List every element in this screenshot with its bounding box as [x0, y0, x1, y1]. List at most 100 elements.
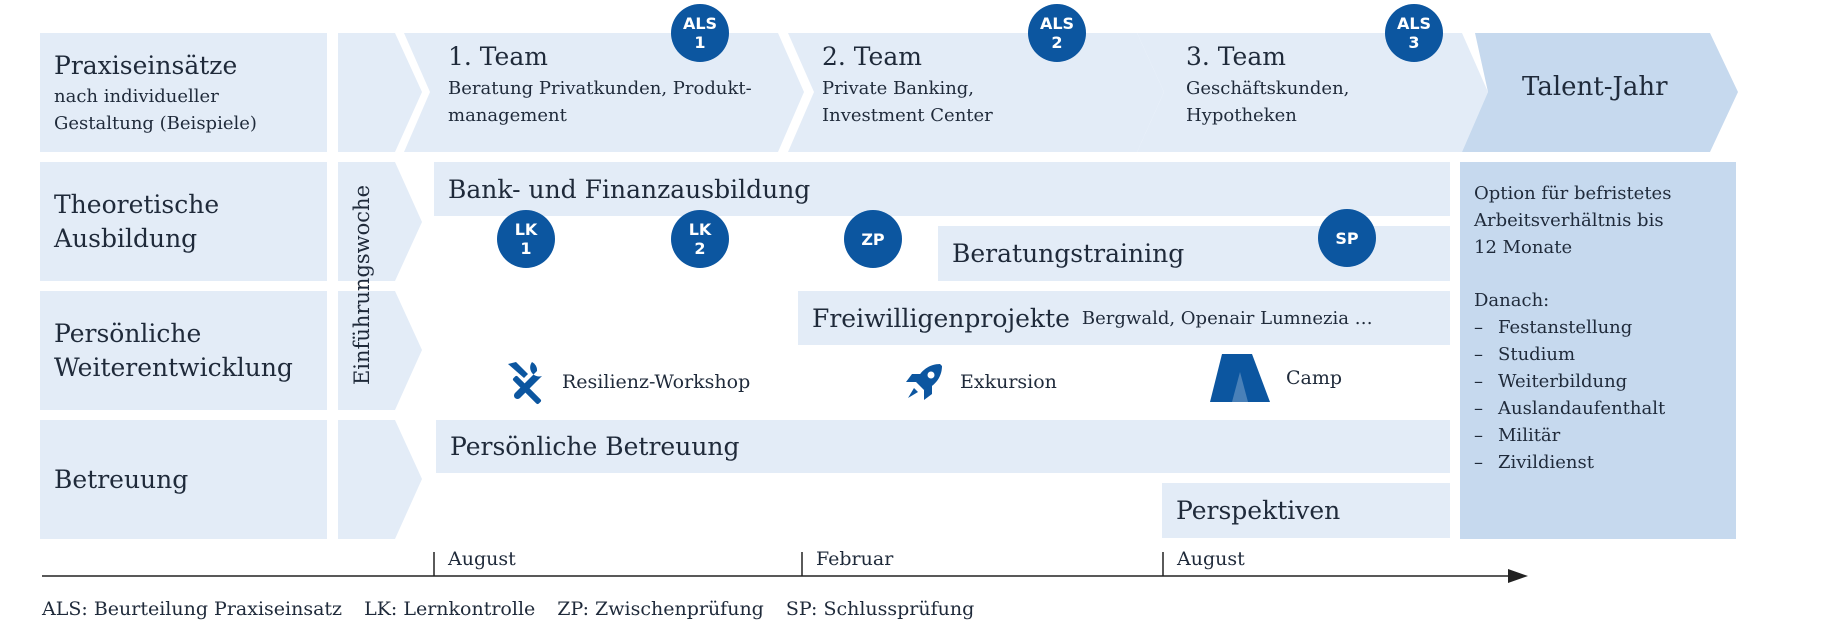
- row-header-praxis-sub2: Gestaltung (Beispiele): [54, 112, 257, 134]
- talent-chevron: [1462, 33, 1738, 152]
- bar-freiwilligenprojekte-title: Freiwilligenprojekte: [812, 303, 1070, 333]
- badge-lk-2: LK 2: [671, 210, 729, 268]
- bar-perspektiven-label: Perspektiven: [1176, 496, 1341, 525]
- team-1-title: 1. Team: [448, 42, 548, 71]
- legend-abbr: SP:: [785, 598, 818, 620]
- timeline-label-3: August: [1177, 548, 1245, 570]
- bar-perspektiven: Perspektiven: [1162, 483, 1450, 538]
- panel-option: –Militär: [1474, 425, 1561, 446]
- team-3-line2: Hypotheken: [1186, 105, 1297, 126]
- row-header-theorie: Theoretische Ausbildung: [40, 162, 327, 281]
- talent-year: Talent-Jahr: [1522, 72, 1668, 102]
- badge-als-3-line2: 3: [1408, 33, 1420, 52]
- bar-bank-finanz: Bank- und Finanzausbildung: [434, 162, 1450, 216]
- team-2-title: 2. Team: [822, 42, 922, 71]
- team-2-line1: Private Banking,: [822, 78, 975, 99]
- team-1: 1. Team Beratung Privatkunden, Produkt- …: [448, 42, 778, 129]
- panel-option-text: Auslandaufenthalt: [1498, 398, 1666, 419]
- panel-option-text: Festanstellung: [1498, 317, 1633, 338]
- legend-item-als: ALS: Beurteilung Praxiseinsatz: [42, 598, 342, 620]
- team-2-line2: Investment Center: [822, 105, 993, 126]
- panel-option-text: Zivildienst: [1498, 452, 1594, 473]
- legend-item-zp: ZP: Zwischenprüfung: [557, 598, 764, 620]
- bar-freiwilligenprojekte: Freiwilligenprojekte Bergwald, Openair L…: [798, 291, 1450, 345]
- intro-week-label: Einführungswoche: [342, 180, 382, 390]
- badge-als-3: ALS 3: [1385, 4, 1443, 62]
- badge-zp: ZP: [844, 210, 902, 268]
- panel-line1: Option für befristetes: [1474, 183, 1672, 204]
- panel-options-list: –Festanstellung –Studium –Weiterbildung …: [1474, 314, 1722, 476]
- row-header-betreuung: Betreuung: [40, 420, 327, 539]
- bar-persoenliche-betreuung: Persönliche Betreuung: [436, 420, 1450, 473]
- timeline-arrowhead: [1508, 569, 1528, 583]
- panel-option: –Weiterbildung: [1474, 371, 1628, 392]
- team-3-line1: Geschäftskunden,: [1186, 78, 1350, 99]
- panel-option-text: Studium: [1498, 344, 1576, 365]
- badge-zp-line1: ZP: [861, 229, 885, 249]
- badge-als-1-line1: ALS: [682, 14, 718, 33]
- badge-lk-2-line1: LK: [688, 220, 712, 239]
- panel-option: –Auslandaufenthalt: [1474, 398, 1666, 419]
- team-1-line1: Beratung Privatkunden, Produkt-: [448, 78, 752, 99]
- intro-chevron-1: [338, 33, 422, 152]
- legend-abbr: ZP:: [557, 598, 589, 620]
- bar-bank-finanz-label: Bank- und Finanzausbildung: [448, 174, 811, 204]
- activity-exkursion-label: Exkursion: [960, 371, 1057, 393]
- panel-line2: Arbeitsverhältnis bis: [1474, 210, 1664, 231]
- row-header-praxis: Praxiseinsätze nach individueller Gestal…: [40, 33, 327, 152]
- badge-als-2-line2: 2: [1051, 33, 1063, 52]
- bar-persoenliche-betreuung-label: Persönliche Betreuung: [450, 432, 740, 461]
- badge-lk-1-line1: LK: [514, 220, 538, 239]
- legend-text: Beurteilung Praxiseinsatz: [93, 598, 343, 620]
- legend: ALS: Beurteilung Praxiseinsatz LK: Lernk…: [42, 598, 974, 620]
- row-header-persoenlich-line1: Persönliche: [54, 318, 202, 348]
- panel-option: –Zivildienst: [1474, 452, 1594, 473]
- legend-abbr: ALS:: [42, 598, 88, 620]
- row-header-praxis-title: Praxiseinsätze: [54, 50, 238, 80]
- badge-als-1-line2: 1: [694, 33, 706, 52]
- team-chevron-2: [788, 33, 1164, 152]
- panel-option: –Studium: [1474, 344, 1576, 365]
- badge-als-2: ALS 2: [1028, 4, 1086, 62]
- badge-lk-1-line2: 1: [520, 239, 532, 258]
- row-header-persoenlich-line2: Weiterentwicklung: [54, 352, 293, 382]
- intro-chevron-3: [338, 291, 422, 410]
- team-3: 3. Team Geschäftskunden, Hypotheken: [1186, 42, 1446, 129]
- panel-option-text: Weiterbildung: [1498, 371, 1628, 392]
- badge-lk-1: LK 1: [497, 210, 555, 268]
- legend-abbr: LK:: [364, 598, 398, 620]
- rocket-icon: [906, 364, 942, 400]
- panel-after: Danach:: [1474, 290, 1550, 311]
- intro-week-text: Einführungswoche: [350, 184, 375, 386]
- team-3-title: 3. Team: [1186, 42, 1286, 71]
- badge-als-1: ALS 1: [671, 4, 729, 62]
- intro-chevron-2: [338, 162, 422, 281]
- activity-resilienz-label: Resilienz-Workshop: [562, 371, 751, 393]
- timeline-label-1: August: [448, 548, 516, 570]
- activity-resilienz: Resilienz-Workshop: [502, 358, 750, 406]
- activity-camp: Camp: [1208, 352, 1342, 404]
- tent-icon: [1210, 354, 1270, 402]
- row-header-praxis-sub1: nach individueller: [54, 85, 219, 107]
- legend-item-lk: LK: Lernkontrolle: [364, 598, 535, 620]
- tools-icon: [508, 362, 542, 405]
- bar-freiwilligenprojekte-sub: Bergwald, Openair Lumnezia …: [1081, 307, 1373, 329]
- badge-als-2-line1: ALS: [1039, 14, 1075, 33]
- row-header-betreuung-line1: Betreuung: [54, 464, 189, 494]
- badge-lk-2-line2: 2: [694, 239, 706, 258]
- legend-text: Zwischenprüfung: [595, 598, 764, 620]
- team-chevron-1: [404, 33, 804, 152]
- bar-beratungstraining-label: Beratungstraining: [952, 239, 1185, 268]
- panel-option-text: Militär: [1498, 425, 1561, 446]
- team-1-line2: management: [448, 105, 567, 126]
- talent-year-panel: Option für befristetes Arbeitsverhältnis…: [1460, 162, 1736, 539]
- badge-sp: SP: [1318, 209, 1376, 267]
- panel-line3: 12 Monate: [1474, 237, 1573, 258]
- timeline-label-2: Februar: [816, 548, 894, 570]
- legend-text: Schlussprüfung: [823, 598, 975, 620]
- row-header-persoenlich: Persönliche Weiterentwicklung: [40, 291, 327, 410]
- badge-sp-line1: SP: [1335, 228, 1359, 248]
- badge-als-3-line1: ALS: [1396, 14, 1432, 33]
- team-2: 2. Team Private Banking, Investment Cent…: [822, 42, 1122, 129]
